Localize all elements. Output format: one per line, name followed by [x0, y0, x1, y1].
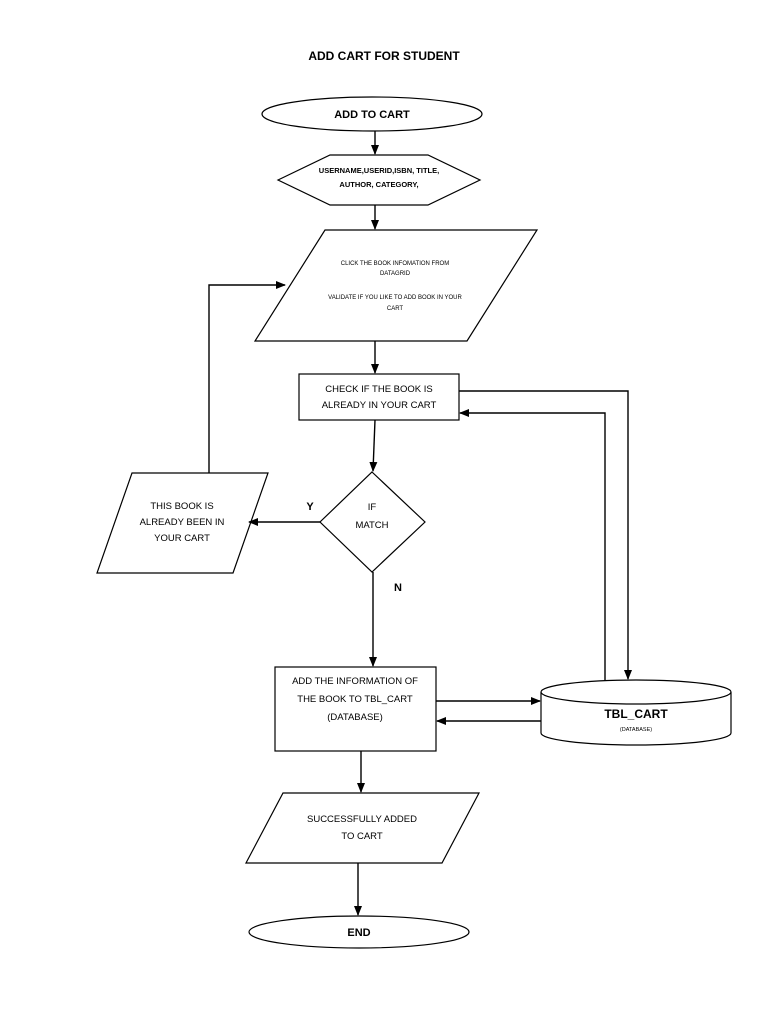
arrow-check-to-decision	[369, 419, 378, 472]
already-line-3: YOUR CART	[154, 533, 210, 544]
check-cart-line-1: CHECK IF THE BOOK IS	[325, 384, 433, 395]
success-line-1: SUCCESSFULLY ADDED	[307, 814, 417, 825]
add-info-line-3: (DATABASE)	[327, 712, 383, 723]
input-fields-line-2: AUTHOR, CATEGORY,	[339, 180, 418, 189]
success-line-2: TO CART	[341, 831, 383, 842]
add-info-line-1: ADD THE INFORMATION OF	[292, 676, 418, 687]
diagram-title: ADD CART FOR STUDENT	[308, 49, 460, 63]
input-fields-hexagon: USERNAME,USERID,ISBN, TITLE, AUTHOR, CAT…	[276, 154, 482, 206]
check-cart-process: CHECK IF THE BOOK IS ALREADY IN YOUR CAR…	[298, 373, 460, 421]
click-info-line-4: CART	[387, 306, 404, 312]
match-decision: IF MATCH	[319, 471, 426, 573]
click-info-parallelogram: CLICK THE BOOK INFOMATION FROM DATAGRID …	[253, 229, 539, 342]
click-info-line-1: CLICK THE BOOK INFOMATION FROM	[341, 261, 449, 267]
add-info-process: ADD THE INFORMATION OF THE BOOK TO TBL_C…	[274, 666, 437, 752]
input-fields-line-1: USERNAME,USERID,ISBN, TITLE,	[319, 166, 439, 175]
yes-label: Y	[306, 501, 314, 513]
click-info-line-2: DATAGRID	[380, 271, 411, 277]
end-label: END	[347, 927, 370, 939]
no-label: N	[394, 582, 402, 594]
arrow-check-to-db	[459, 390, 632, 680]
already-line-2: ALREADY BEEN IN	[140, 517, 225, 528]
decision-line-1: IF	[368, 502, 377, 513]
already-in-cart-parallelogram: THIS BOOK IS ALREADY BEEN IN YOUR CART	[96, 472, 269, 574]
check-cart-line-2: ALREADY IN YOUR CART	[322, 400, 437, 411]
arrow-db-to-check	[459, 409, 606, 681]
decision-line-2: MATCH	[355, 520, 388, 531]
success-parallelogram: SUCCESSFULLY ADDED TO CART	[245, 792, 480, 864]
tbl-cart-database: TBL_CART (DATABASE)	[540, 679, 732, 746]
arrow-loop-back	[208, 281, 286, 473]
start-terminal: ADD TO CART	[261, 96, 483, 132]
add-info-line-2: THE BOOK TO TBL_CART	[297, 694, 413, 705]
database-name: TBL_CART	[604, 707, 668, 721]
already-line-1: THIS BOOK IS	[150, 501, 213, 512]
start-label: ADD TO CART	[334, 109, 410, 121]
end-terminal: END	[248, 915, 470, 949]
database-sub: (DATABASE)	[620, 727, 652, 733]
click-info-line-3: VALIDATE IF YOU LIKE TO ADD BOOK IN YOUR	[328, 295, 462, 301]
